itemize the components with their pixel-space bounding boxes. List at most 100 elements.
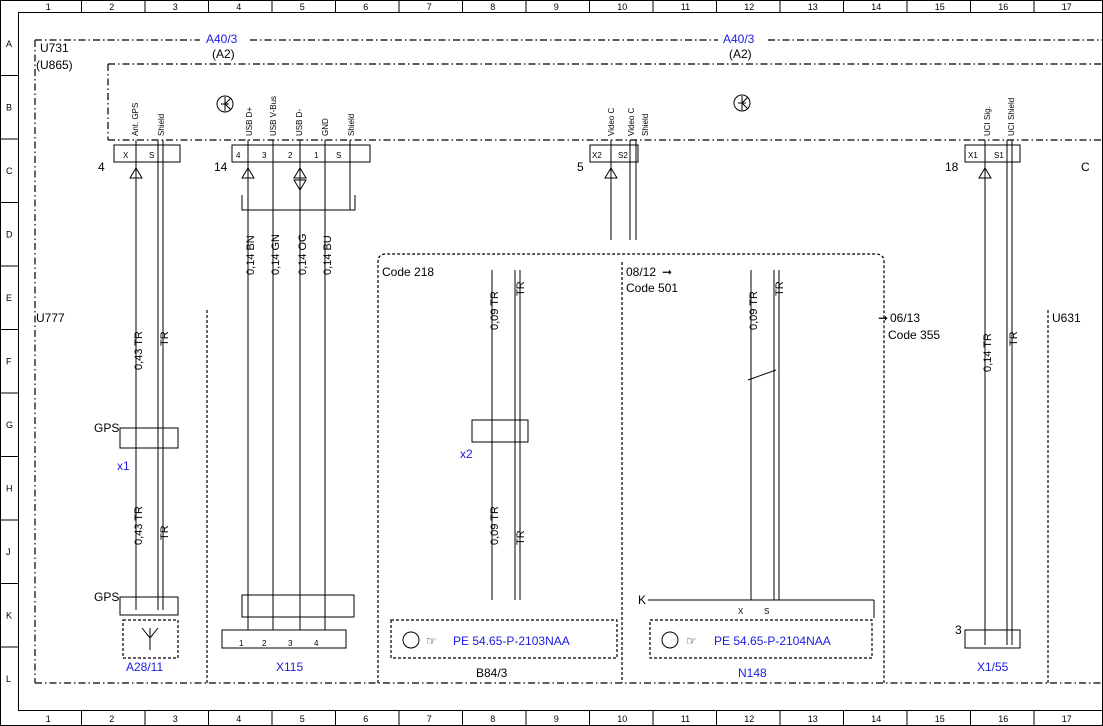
component-x155[interactable]: X1/55 [977,660,1009,674]
connector-number: 4 [98,160,105,174]
grid-column-label: 6 [363,714,368,724]
hand-pointer-icon: ☞ [686,634,697,648]
connector-box [471,419,529,443]
grid-column-label: 4 [236,2,241,12]
transistor-icon [733,94,751,112]
antenna-icon [141,627,159,650]
wire-label: TR [159,331,171,346]
connector-box [113,144,181,163]
wire-label: TR [515,281,527,296]
component-a28[interactable]: A28/11 [126,660,163,674]
grid-column-label: 13 [808,714,818,724]
date-0812: 08/12 [626,265,656,279]
wire-label: TR [1008,331,1020,346]
grid-column-label: 13 [808,2,818,12]
grid-column-label: 5 [300,2,305,12]
wire-label: 0,14 TR [982,333,994,372]
grid-row-label: L [6,674,11,684]
grid-column-label: 14 [871,714,881,724]
grid-column-label: 4 [236,714,241,724]
wire-label: 0,09 TR [748,291,760,330]
grid-row-label: D [6,229,13,239]
grid-column-label: 3 [173,714,178,724]
hand-pointer-icon: ☞ [426,634,437,648]
pin-ant-gps: Ant. GPS [131,103,140,136]
grid-column-label: 14 [871,2,881,12]
connector-number: 18 [945,160,959,174]
grid-column-label: 8 [490,714,495,724]
connector-box [231,144,371,163]
b84-box [390,619,618,659]
pin-number: X2 [592,151,602,160]
component-x115[interactable]: X115 [276,660,303,674]
grid-column-label: 3 [173,2,178,12]
code-355: Code 355 [888,328,940,342]
grid-column-label: 15 [935,2,945,12]
grid-column-label: 1 [46,714,51,724]
grid-column-label: 2 [109,714,114,724]
a40-right-label: A40/3 [723,32,755,46]
grid-row-label: E [6,293,12,303]
pin-arrow [241,167,307,191]
grid-row-label: H [6,483,13,493]
pin-shield: Shield [157,114,166,136]
inner-frame [18,12,1103,711]
connector-box [964,144,1021,163]
pin-number: S1 [994,151,1004,160]
grid-column-label: 17 [1062,2,1072,12]
grid-column-label: 9 [554,714,559,724]
date-0613: 06/13 [890,311,920,325]
cable-shield [241,594,355,618]
grid-row-label: K [6,610,12,620]
wire-label: 0,09 TR [489,291,501,330]
pin-uci-shield: UCI Shield [1007,98,1016,136]
pin-x: X [123,151,129,160]
grid-column-label: 11 [681,714,690,724]
connector-box [221,629,347,649]
grid-column-label: 6 [363,2,368,12]
wire-twist [747,369,777,381]
grid-column-label: 16 [998,2,1008,12]
variant-bracket [377,253,885,683]
pin-usb-dminus: USB D- [295,109,304,136]
grid-column-label: 15 [935,714,945,724]
grid-column-label: 16 [998,714,1008,724]
wire-b84 [491,270,521,600]
grid-column-label: 12 [744,2,754,12]
k-label: K [638,593,646,607]
pin-label: 3 [955,623,962,637]
pe-reference[interactable]: PE 54.65-P-2104NAA [714,634,831,648]
grid-row-label: F [6,356,12,366]
pin-video-c: Video C [607,107,616,136]
connector-box [119,427,179,449]
pin-gnd: GND [321,118,330,136]
connector-c: C [1081,160,1090,174]
wire-label: 0,14 BU [322,235,334,275]
pin-number: 3 [262,151,267,160]
pin-number: 4 [314,639,319,648]
grid-column-label: 2 [109,2,114,12]
component-b84[interactable]: B84/3 [476,666,508,680]
a2-right-label: (A2) [729,47,752,61]
pin-number: S [336,151,341,160]
gps-label: GPS [94,421,119,435]
grid-row-label: C [6,166,13,176]
pin-number: S2 [618,151,628,160]
wire-label: 0,14 BN [245,235,257,275]
transistor-icon [661,631,679,649]
grid-column-label: 17 [1062,714,1072,724]
wire-video [610,140,637,240]
u865-label: (U865) [36,58,73,72]
u631-label: U631 [1052,311,1081,325]
gps-label: GPS [94,590,119,604]
pin-number: 4 [236,151,241,160]
usb-cable [241,195,356,211]
component-n148[interactable]: N148 [738,666,767,680]
pin-shield: Shield [641,114,650,136]
arrow-right-icon: ➞ [662,265,672,279]
pin-shield: Shield [347,114,356,136]
connector-label: x1 [117,459,130,473]
pin-number: 2 [262,639,267,648]
pe-reference[interactable]: PE 54.65-P-2103NAA [453,634,570,648]
